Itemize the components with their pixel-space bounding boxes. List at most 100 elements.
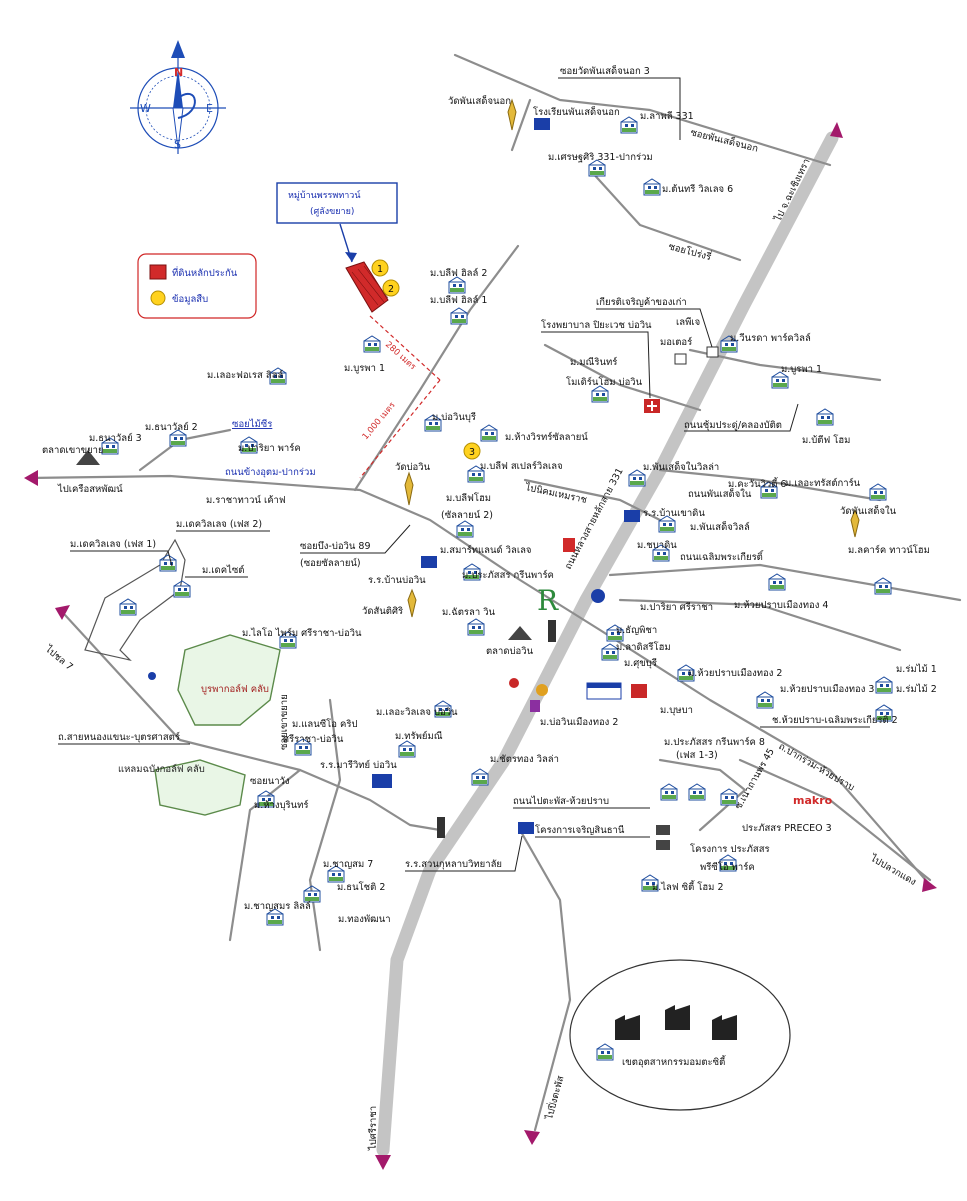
road-south-east (518, 828, 572, 1132)
factory-icons (615, 1005, 737, 1040)
label-m-chaba-din: ม.ชบาดิน (637, 540, 677, 551)
callout-line1: หมู่บ้านพรรพทาวน์ (288, 189, 361, 201)
label-m-sukhaburi: ม.ศุขบุรี (624, 657, 657, 669)
building-icon (656, 825, 670, 835)
label-m-blief-sphere: ม.บลีฟ สเปลร์วิลเลจ (480, 460, 563, 472)
school-icon (624, 510, 640, 522)
label-m-huaiprab-4: ม.ห้วยปราบเมืองทอง 4 (734, 600, 828, 611)
label-m-chansomn-ville: ม.ชาญสมร ลิลล์ (244, 900, 311, 912)
label-road-phansadet-nai: ถนนพันเสด็จใน (688, 487, 752, 500)
arrow-northwest (55, 605, 70, 620)
road-upper-diagonal (353, 244, 520, 492)
fuel-station-icon (148, 672, 156, 680)
label-m-thanawan-2: ม.ธนาวัลย์ 2 (145, 421, 198, 433)
label-m-pariya-sriracha: ม.ปาริยา ศรีราชา (640, 601, 713, 613)
road-north-left (453, 53, 832, 167)
label-to-bang-tapas: ไปปิ่งตะพัส (542, 1074, 566, 1122)
road-network (26, 53, 962, 1157)
label-m-lio-prime: ม.ไลโอ ไพร์ม ศรีราชา-บ่อวิน (242, 627, 362, 639)
road-to-pluakdaeng (738, 758, 932, 882)
callout-line2: (ศูลังขยาย) (310, 207, 354, 217)
road-east-2 (658, 468, 882, 502)
r-logo-icon: R (537, 584, 559, 617)
marker-1: 1 (377, 264, 383, 275)
road-mid-east (618, 598, 902, 652)
label-m-chansom-7: ม.ชาญสม 7 (323, 859, 373, 870)
label-m-burapha-1-east: ม.บูรพา 1 (781, 364, 822, 375)
temple-icon (507, 98, 517, 131)
label-m-lanceo-crib: ม.แลนซีโอ คริป (292, 718, 357, 730)
label-road-to-tapas: ถนนไปตะพัส-ห้วยปราบ (513, 795, 609, 807)
label-wat-santisiri: วัดสันติศิริ (362, 606, 403, 617)
temple-icon (407, 588, 417, 618)
industrial-estate-area (569, 959, 791, 1111)
label-amata-city: เขตอุตสาหกรรมอมตะซิตี้ (622, 1055, 726, 1068)
shop-icon (706, 346, 719, 358)
arrow-northeast (830, 122, 843, 138)
arrow-south (375, 1155, 391, 1170)
marker-2: 2 (388, 284, 394, 295)
legend-land-swatch (149, 264, 167, 280)
label-m-bowin-buri: ม.บ่อวินบุรี (432, 411, 476, 423)
label-school-mariewit: ร.ร.มารีวิทย์ บ่อวิน (320, 759, 397, 771)
arrow-south-2 (524, 1130, 540, 1145)
label-m-prapassorn-green: ม.ประภัสสร กรีนพาร์ค (462, 569, 554, 581)
label-road-nong-khanae: ถ.สายหนองแขนะ-บุตรศาสตร์ (58, 731, 180, 743)
label-m-sapmanee: ม.ทรัพย์มณี (395, 730, 443, 742)
label-m-hang-burin: ม.ห้างบุรินทร์ (254, 799, 309, 811)
label-m-blief-home: ม.บลีฟโฮม (446, 492, 491, 504)
label-talad-bowin: ตลาดบ่อวิน (486, 646, 534, 657)
legend-info-label: ข้อมูลสืบ (172, 294, 208, 305)
label-wat-phansadet-nok: วัดพันเสด็จนอก (448, 94, 511, 107)
label-m-ladisri-home: ม.ลาดิสรีโฮม (616, 641, 671, 653)
legend: ที่ดินหลักประกัน ข้อมูลสืบ (137, 253, 257, 319)
label-soi-khao-khayai: ซอยเขาขยาย (279, 694, 290, 750)
label-school-bowin: ร.ร.บ้านบ่อวิน (368, 575, 426, 586)
road-south-left (228, 768, 302, 942)
label-soi-huaiprab-chaloem-2: ช.ห้วยปราบ-เฉลิมพระเกียรติ 2 (772, 714, 898, 726)
label-burapha-golf: บูรพากอล์ฟ คลับ (201, 683, 269, 695)
label-m-thanpicha: ม.ธัญพิชา (616, 625, 657, 636)
label-soi-maisri: ซอยไม้ซีร (232, 418, 272, 430)
label-m-le-trust: ม.เลอะทรัสต์การ์น (785, 477, 861, 489)
shop-icon (674, 353, 687, 365)
label-m-burapha-1-west: ม.บูรพา 1 (344, 363, 385, 374)
subject-callout: หมู่บ้านพรรพทาวน์ (ศูลังขยาย) (276, 182, 398, 263)
label-chumpradu-road: ถนนชุ้มประดู่/คลองบัติต (684, 420, 782, 431)
road-chaloem (608, 563, 962, 602)
legend-land-label: ที่ดินหลักประกัน (172, 266, 238, 279)
label-m-deck-village-1: ม.เดควิลเลจ (เฟส 1) (70, 539, 156, 550)
temple-icon (850, 508, 860, 538)
road-nikhom (523, 478, 662, 522)
label-charoen-sin-thani: โครงการเจริญสินธานี (535, 824, 625, 836)
label-road-utom: ถนนข้างอุตม-ปากร่วม (225, 467, 316, 478)
label-m-tontree: ม.ต้นทรี วิลเลจ 6 (662, 183, 733, 195)
label-laem-chabang-golf: แหลมฉบังกอล์ฟ คลับ (118, 763, 205, 775)
label-m-blief-hill-2: ม.บลีฟ ฮิลล์ 2 (430, 267, 487, 279)
school-icon (534, 118, 550, 130)
label-sriracha-bowin: ศรีราชา-บ่อวิน (283, 733, 344, 745)
label-m-prapassorn-8: ม.ประภัสสร กรีนพาร์ค 8 (664, 736, 765, 748)
label-school-suankularb: ร.ร.สวนกุหลาบวิทยาลัย (405, 859, 502, 870)
road-southeast-inner (658, 758, 747, 832)
label-to-chonburi-7: ไปชล 7 (42, 642, 75, 673)
label-to-sriracha: ไปศรีราชา (367, 1106, 379, 1151)
compass-w: W (140, 102, 151, 115)
market-icon (508, 626, 532, 640)
label-m-le-village: ม.เลอะวิลเลจ บ่อวิน (376, 707, 458, 718)
label-soi-nawang: ซอยนาวัง (250, 776, 290, 787)
logo-icon (563, 538, 575, 552)
road-south-mid (308, 698, 342, 952)
dec-village-boundary (84, 538, 186, 662)
road-mid-north (588, 168, 742, 262)
label-m-bussaba: ม.บุษบา (660, 705, 693, 716)
burapha-golf-club-area (177, 634, 281, 726)
landmark-icons: R (76, 98, 860, 850)
road-southwest (63, 613, 442, 832)
label-m-pariya-park: ม.ปาริยา พาร์ค (238, 442, 301, 454)
label-to-pluak-daeng: ไปปลวกแดง (868, 852, 919, 888)
highway-331 (376, 131, 839, 1157)
label-m-tawanview: ม.คะวันวิวตี้ 6 (728, 477, 786, 490)
compass-rose: N S E W (130, 40, 226, 154)
label-m-phansadet-ville: ม.พันเสด็จวิลล์ (690, 520, 750, 533)
